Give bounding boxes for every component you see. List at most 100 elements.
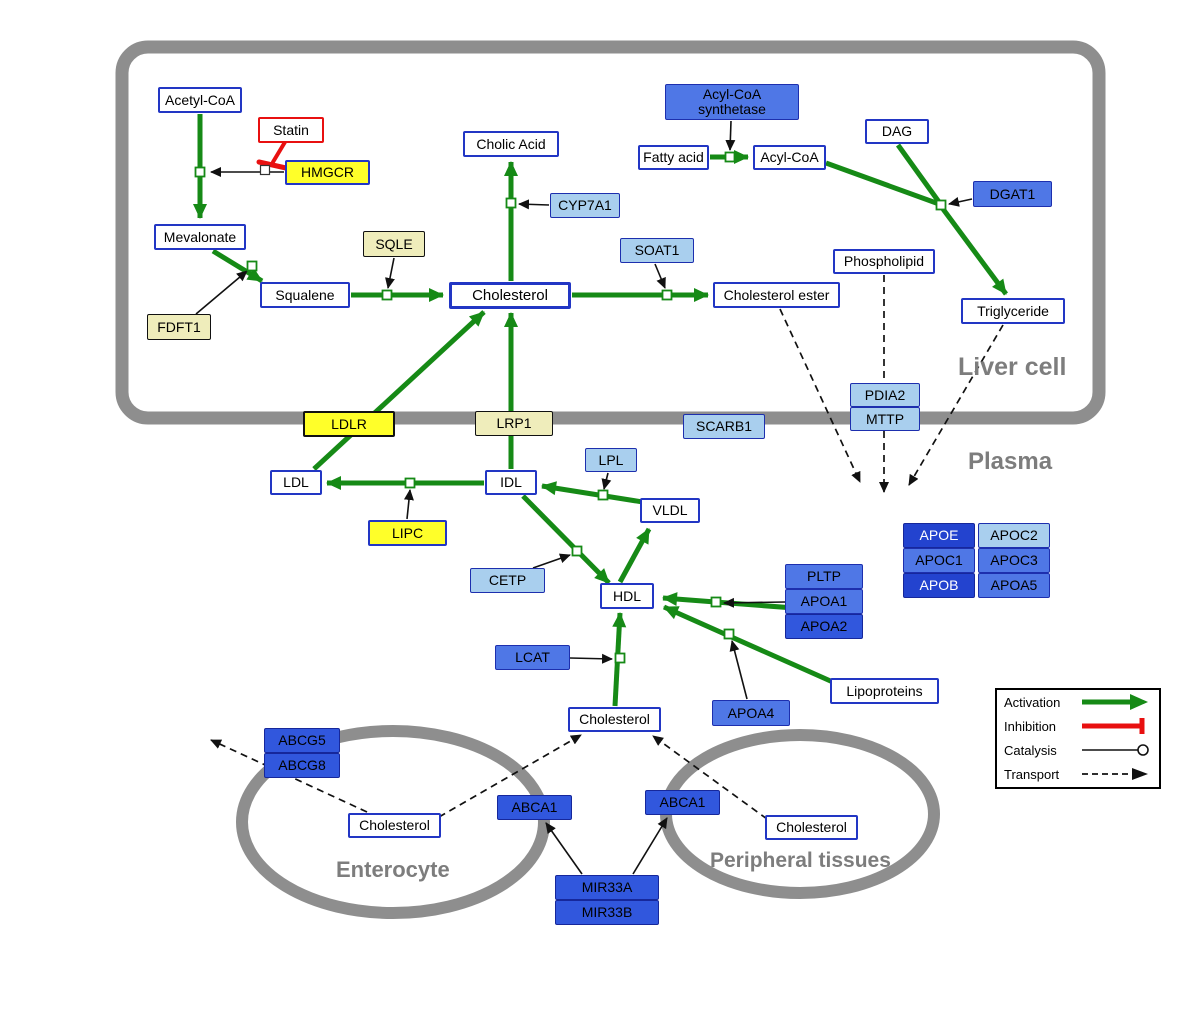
reaction-node bbox=[724, 151, 736, 163]
transport-edge bbox=[438, 734, 582, 818]
legend-transport-label: Transport bbox=[1004, 766, 1060, 782]
catalysis-edge bbox=[601, 472, 612, 490]
node-acetyl-coa[interactable]: Acetyl-CoA bbox=[158, 87, 242, 113]
node-lrp1[interactable]: LRP1 bbox=[475, 411, 553, 436]
reaction-node bbox=[935, 199, 947, 211]
reaction-node bbox=[246, 260, 258, 272]
node-apoc3[interactable]: APOC3 bbox=[978, 548, 1050, 573]
node-squalene[interactable]: Squalene bbox=[260, 282, 350, 308]
reaction-node bbox=[710, 596, 722, 608]
node-lipc[interactable]: LIPC bbox=[368, 520, 447, 546]
node-apoa1[interactable]: APOA1 bbox=[785, 589, 863, 614]
liver-cell-membrane bbox=[115, 40, 1106, 425]
node-cholesterol-ester[interactable]: Cholesterol ester bbox=[713, 282, 840, 308]
transport-dashed-arrow-icon bbox=[1082, 768, 1148, 780]
node-apoe[interactable]: APOE bbox=[903, 523, 975, 548]
node-lcat[interactable]: LCAT bbox=[495, 645, 570, 670]
node-lipoproteins[interactable]: Lipoproteins bbox=[830, 678, 939, 704]
legend-inhibition-label: Inhibition bbox=[1004, 718, 1057, 734]
reaction-node bbox=[661, 289, 673, 301]
legend-row-activation: Activation bbox=[997, 690, 1159, 714]
node-scarb1[interactable]: SCARB1 bbox=[683, 414, 765, 439]
node-apob[interactable]: APOB bbox=[903, 573, 975, 598]
node-mir33b[interactable]: MIR33B bbox=[555, 900, 659, 925]
catalysis-edge bbox=[518, 199, 550, 210]
node-pltp[interactable]: PLTP bbox=[785, 564, 863, 589]
inhibition-edge bbox=[271, 140, 287, 164]
legend-activation-label: Activation bbox=[1004, 694, 1061, 710]
activation-edge bbox=[940, 207, 1009, 296]
node-soat1[interactable]: SOAT1 bbox=[620, 238, 694, 263]
node-apoc1[interactable]: APOC1 bbox=[903, 548, 975, 573]
node-abca1-right[interactable]: ABCA1 bbox=[645, 790, 720, 815]
node-pdia2[interactable]: PDIA2 bbox=[850, 383, 920, 407]
node-phospholipid[interactable]: Phospholipid bbox=[833, 249, 935, 274]
node-cholesterol-liver[interactable]: Cholesterol bbox=[449, 282, 571, 309]
catalysis-edge bbox=[195, 270, 248, 315]
node-ldlr[interactable]: LDLR bbox=[303, 411, 395, 437]
node-abcg8[interactable]: ABCG8 bbox=[264, 753, 340, 778]
legend-catalysis-label: Catalysis bbox=[1004, 742, 1057, 758]
node-dgat1[interactable]: DGAT1 bbox=[973, 181, 1052, 207]
node-acyl-coa[interactable]: Acyl-CoA bbox=[753, 145, 826, 170]
node-idl[interactable]: IDL bbox=[485, 470, 537, 495]
activation-edge bbox=[211, 248, 264, 284]
node-statin[interactable]: Statin bbox=[258, 117, 324, 143]
node-apoa2[interactable]: APOA2 bbox=[785, 614, 863, 639]
reaction-node bbox=[381, 289, 393, 301]
node-cholic-acid[interactable]: Cholic Acid bbox=[463, 131, 559, 157]
inhibition-tbar-icon bbox=[1082, 718, 1145, 734]
activation-arrow-icon bbox=[1082, 694, 1148, 710]
catalysis-edge bbox=[569, 653, 613, 664]
transport-edge bbox=[908, 324, 1004, 486]
node-cyp7a1[interactable]: CYP7A1 bbox=[550, 193, 620, 218]
node-sqle[interactable]: SQLE bbox=[363, 231, 425, 257]
node-cholesterol-peripheral[interactable]: Cholesterol bbox=[765, 815, 858, 840]
node-hmgcr[interactable]: HMGCR bbox=[285, 160, 370, 185]
transport-edge bbox=[779, 308, 861, 483]
node-acyl-coa-synthetase[interactable]: Acyl-CoA synthetase bbox=[665, 84, 799, 120]
activation-edge bbox=[541, 481, 650, 506]
reaction-node bbox=[505, 197, 517, 209]
node-apoc2[interactable]: APOC2 bbox=[978, 523, 1050, 548]
catalysis-edge bbox=[654, 263, 666, 289]
node-mevalonate[interactable]: Mevalonate bbox=[154, 224, 246, 250]
node-fdft1[interactable]: FDFT1 bbox=[147, 314, 211, 340]
node-hdl[interactable]: HDL bbox=[600, 583, 654, 609]
legend-row-transport: Transport bbox=[997, 762, 1159, 786]
activation-edge bbox=[617, 527, 652, 584]
node-cholesterol-enterocyte[interactable]: Cholesterol bbox=[348, 813, 441, 838]
activation-edge bbox=[662, 604, 837, 686]
catalysis-edge bbox=[403, 489, 414, 520]
reaction-node bbox=[614, 652, 626, 664]
catalysis-edge bbox=[545, 822, 583, 875]
catalysis-edge bbox=[532, 553, 571, 569]
reaction-node bbox=[194, 166, 206, 178]
plasma-label: Plasma bbox=[968, 448, 1053, 475]
node-abcg5[interactable]: ABCG5 bbox=[264, 728, 340, 753]
reaction-node bbox=[404, 477, 416, 489]
node-dag[interactable]: DAG bbox=[865, 119, 929, 144]
node-lpl[interactable]: LPL bbox=[585, 448, 637, 472]
node-cholesterol-plasma[interactable]: Cholesterol bbox=[568, 707, 661, 732]
node-fatty-acid[interactable]: Fatty acid bbox=[638, 145, 709, 170]
enterocyte-membrane bbox=[236, 725, 550, 919]
node-ldl[interactable]: LDL bbox=[270, 470, 322, 495]
node-apoa4[interactable]: APOA4 bbox=[712, 700, 790, 726]
node-mttp[interactable]: MTTP bbox=[850, 407, 920, 431]
legend-row-catalysis: Catalysis bbox=[997, 738, 1159, 762]
catalysis-edge bbox=[632, 817, 668, 875]
inhibition-tbar bbox=[256, 159, 289, 171]
node-cetp[interactable]: CETP bbox=[470, 568, 545, 593]
node-abca1-left[interactable]: ABCA1 bbox=[497, 795, 572, 820]
node-apoa5[interactable]: APOA5 bbox=[978, 573, 1050, 598]
catalysis-edge bbox=[725, 120, 736, 151]
reaction-node bbox=[597, 489, 609, 501]
node-triglyceride[interactable]: Triglyceride bbox=[961, 298, 1065, 324]
node-mir33a[interactable]: MIR33A bbox=[555, 875, 659, 900]
node-vldl[interactable]: VLDL bbox=[640, 498, 700, 523]
activation-edge bbox=[312, 310, 486, 471]
inhibition-target-node bbox=[259, 164, 271, 176]
